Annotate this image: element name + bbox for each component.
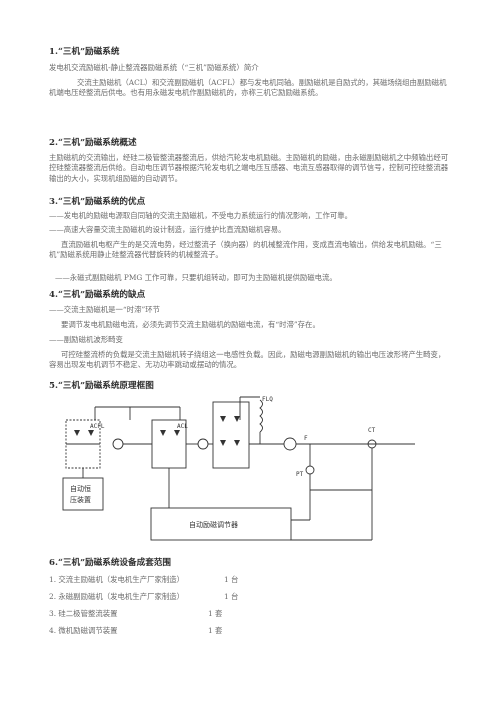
label-f: F bbox=[304, 435, 308, 442]
label-flq: FLQ bbox=[262, 396, 273, 403]
equipment-item-4-qty: 1 套 bbox=[208, 626, 223, 635]
section-1-body: 交流主励磁机（ACL）和交流副励磁机（ACFL）都与发电机同轴。副励磁机是自励式… bbox=[49, 78, 447, 98]
equipment-item-2-name: 2. 永磁副励磁机（发电机生产厂家制造） bbox=[49, 592, 185, 601]
equipment-item-1-name: 1. 交流主励磁机（发电机生产厂家制造） bbox=[49, 575, 185, 584]
section-1-heading: 1.“三机”励磁系统 bbox=[49, 47, 120, 57]
section-2-heading: 2.“三机”励磁系统概述 bbox=[49, 138, 137, 148]
label-box1-line2: 压装置 bbox=[70, 495, 91, 504]
equipment-item-1-qty: 1 台 bbox=[224, 575, 239, 584]
section-5-heading: 5.“三机”励磁系统原理框图 bbox=[49, 381, 154, 391]
equipment-item-3-qty: 1 套 bbox=[208, 609, 223, 618]
section-4-heading: 4.“三机”励磁系统的缺点 bbox=[49, 290, 146, 300]
label-box1-line1: 自动恒 bbox=[70, 484, 91, 493]
label-box2: 自动励磁调节器 bbox=[189, 520, 238, 529]
label-ct: CT bbox=[368, 427, 376, 434]
section-3-line-2: ——高速大容量交流主励磁机的设计制造，运行维护比直流励磁机容易。 bbox=[49, 225, 286, 234]
section-4-line-2: 要调节发电机励磁电流，必须先调节交流主励磁机的励磁电流，有“时滞”存在。 bbox=[61, 320, 320, 329]
section-4-line-3: ——副励磁机波形畸变 bbox=[49, 335, 123, 344]
label-acl: ACL bbox=[177, 423, 188, 430]
label-acfl: ACFL bbox=[90, 423, 105, 430]
section-3-heading: 3.“三机”励磁系统的优点 bbox=[49, 197, 146, 207]
section-3-line-3: ——永磁式副励磁机 PMG 工作可靠，只要机组转动，即可为主励磁机提供励磁电流。 bbox=[55, 273, 337, 282]
section-2-body: 主励磁机的交流输出，经硅二极管整流器整流后，供给汽轮发电机励磁。主励磁机的励磁，… bbox=[49, 153, 449, 183]
equipment-item-2-qty: 1 台 bbox=[224, 592, 239, 601]
section-1-subtitle: 发电机交流励磁机-静止整流器励磁系统（“三机”励磁系统）简介 bbox=[49, 63, 259, 72]
section-6-heading: 6.“三机”励磁系统设备成套范围 bbox=[49, 558, 171, 568]
equipment-item-3-name: 3. 硅二极管整流装置 bbox=[49, 609, 118, 618]
section-3-line-1: ——发电机的励磁电源取自同轴的交流主励磁机，不受电力系统运行的情况影响，工作可靠… bbox=[49, 211, 353, 220]
section-3-body: 直流励磁机电枢产生的是交流电势，经过整流子（换向器）的机械整流作用，变成直流电输… bbox=[49, 240, 442, 260]
equipment-item-4-name: 4. 微机励磁调节装置 bbox=[49, 626, 118, 635]
label-pt: PT bbox=[296, 471, 304, 478]
section-4-body: 可控硅整流桥的负载是交流主励磁机转子绕组这一电感性负载。因此，励磁电源副励磁机的… bbox=[49, 350, 446, 370]
section-4-line-1: ——交流主励磁机是一“时滞”环节 bbox=[49, 305, 161, 314]
